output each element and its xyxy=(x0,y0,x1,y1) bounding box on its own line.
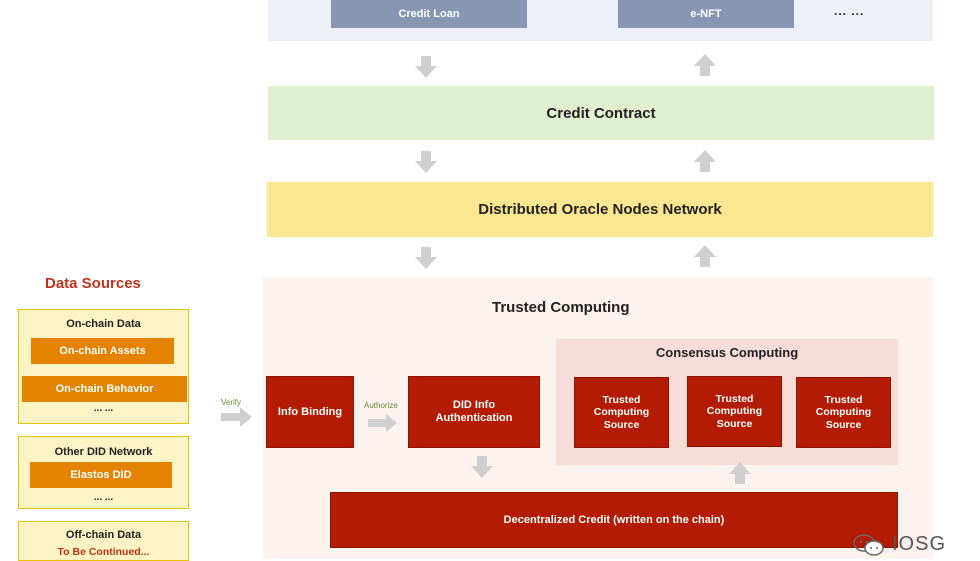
down-arrow-icon xyxy=(471,456,493,478)
onchain-assets-box: On-chain Assets xyxy=(31,338,174,364)
verify-label: Verify xyxy=(221,398,242,407)
oracle-network-band: Distributed Oracle Nodes Network xyxy=(267,182,933,237)
source-line: Trusted xyxy=(824,394,863,407)
source-line: Computing xyxy=(815,406,872,419)
source-line: Source xyxy=(825,418,862,431)
did-auth-line2: Authentication xyxy=(435,412,513,424)
up-arrow-icon xyxy=(694,245,716,267)
info-binding-box: Info Binding xyxy=(266,376,354,448)
offchain-data-title: Off-chain Data xyxy=(65,529,142,541)
did-auth-line1: DID Info xyxy=(452,399,496,412)
up-arrow-icon xyxy=(694,54,716,76)
watermark: IOSG xyxy=(852,530,972,559)
trusted-computing-source-2: Trusted Computing Source xyxy=(687,376,782,447)
top-ellipsis: ... ... xyxy=(834,4,865,18)
decentralized-credit-box: Decentralized Credit (written on the cha… xyxy=(330,492,898,548)
elastos-did-box: Elastos DID xyxy=(30,462,172,488)
to-be-continued-text: To Be Continued... xyxy=(57,546,150,558)
did-ellipsis: ... ... xyxy=(93,492,114,503)
credit-contract-band: Credit Contract xyxy=(268,86,934,140)
source-line: Source xyxy=(603,418,640,431)
up-arrow-icon xyxy=(729,462,751,484)
trusted-computing-source-3: Trusted Computing Source xyxy=(796,377,891,448)
consensus-computing-title: Consensus Computing xyxy=(655,345,799,360)
source-line: Trusted xyxy=(715,393,754,406)
enft-box: e-NFT xyxy=(618,0,794,28)
trusted-computing-source-1: Trusted Computing Source xyxy=(574,377,669,448)
trusted-computing-title: Trusted Computing xyxy=(492,299,630,316)
source-line: Source xyxy=(716,417,753,430)
down-arrow-icon xyxy=(415,151,437,173)
source-line: Trusted xyxy=(602,394,641,407)
did-authentication-box: DID Info Authentication xyxy=(408,376,540,448)
source-line: Computing xyxy=(593,406,650,419)
right-arrow-icon xyxy=(221,407,252,427)
onchain-data-group xyxy=(18,309,189,424)
watermark-text: IOSG xyxy=(892,533,947,555)
down-arrow-icon xyxy=(415,247,437,269)
right-arrow-icon xyxy=(368,414,397,432)
data-sources-title: Data Sources xyxy=(45,275,141,292)
chat-bubbles-icon xyxy=(853,533,884,556)
onchain-data-title: On-chain Data xyxy=(66,318,141,330)
onchain-behavior-box: On-chain Behavior xyxy=(22,376,187,402)
authorize-label: Authorize xyxy=(364,401,398,410)
source-line: Computing xyxy=(706,405,763,418)
credit-loan-box: Credit Loan xyxy=(331,0,527,28)
onchain-ellipsis: ... ... xyxy=(93,403,114,414)
up-arrow-icon xyxy=(694,150,716,172)
did-network-title: Other DID Network xyxy=(54,446,153,458)
down-arrow-icon xyxy=(415,56,437,78)
